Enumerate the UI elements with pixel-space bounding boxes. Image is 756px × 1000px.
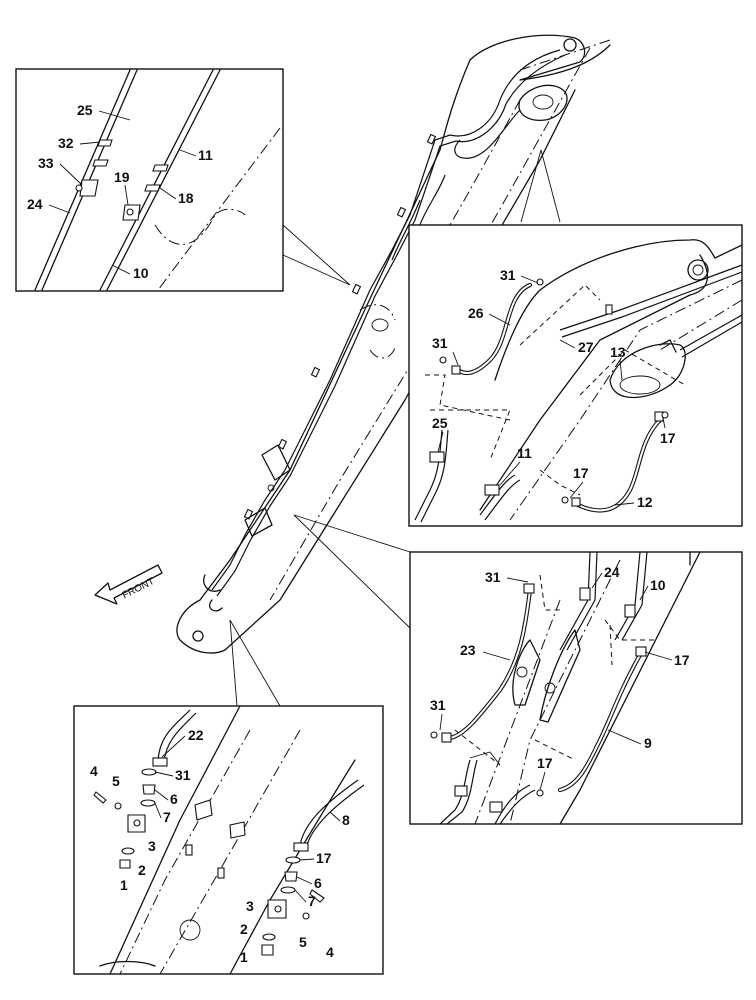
callout-18: 18 xyxy=(178,190,194,206)
callout-1-b: 1 xyxy=(240,949,248,965)
callout-4: 4 xyxy=(90,763,98,779)
callout-24: 24 xyxy=(27,196,43,212)
callout-26: 26 xyxy=(468,305,484,321)
callout-9: 9 xyxy=(644,735,652,751)
callout-3: 3 xyxy=(148,838,156,854)
callout-2-b: 2 xyxy=(240,921,248,937)
callout-33: 33 xyxy=(38,155,54,171)
callout-31-b: 31 xyxy=(432,335,448,351)
front-label: FRONT xyxy=(121,576,157,601)
detail-box-right-lower xyxy=(293,514,743,825)
callout-24-b: 24 xyxy=(604,564,620,580)
callout-5-b: 5 xyxy=(299,934,307,950)
detail-box-bottom xyxy=(73,619,384,975)
callout-7: 7 xyxy=(163,809,171,825)
callout-5: 5 xyxy=(112,773,120,789)
callout-19: 19 xyxy=(114,169,130,185)
detail-box-right-upper xyxy=(408,149,743,527)
callout-23: 23 xyxy=(460,642,476,658)
callout-11: 11 xyxy=(198,147,213,163)
callout-31-e: 31 xyxy=(175,767,191,783)
callout-11-b: 11 xyxy=(517,445,532,461)
callout-6-b: 6 xyxy=(314,875,322,891)
callout-7-b: 7 xyxy=(308,893,316,909)
callout-4-b: 4 xyxy=(326,944,334,960)
callout-22: 22 xyxy=(188,727,204,743)
callout-17-e: 17 xyxy=(316,850,332,866)
front-direction-arrow: FRONT xyxy=(94,564,163,605)
callout-8: 8 xyxy=(342,812,350,828)
callout-17-c: 17 xyxy=(674,652,690,668)
callout-1: 1 xyxy=(120,877,128,893)
callout-17-a: 17 xyxy=(660,430,676,446)
detail-box-top-left xyxy=(15,68,351,292)
callout-32: 32 xyxy=(58,135,74,151)
callout-31-c: 31 xyxy=(485,569,501,585)
callout-2: 2 xyxy=(138,862,146,878)
callout-27: 27 xyxy=(578,339,594,355)
callout-31-a: 31 xyxy=(500,267,516,283)
main-arm-piping xyxy=(203,49,566,612)
callout-labels: 25 32 33 11 19 18 24 10 31 26 31 27 13 2… xyxy=(27,102,690,965)
callout-31-d: 31 xyxy=(430,697,446,713)
callout-10-b: 10 xyxy=(650,577,666,593)
callout-25: 25 xyxy=(77,102,93,118)
callout-17-b: 17 xyxy=(573,465,589,481)
callout-12: 12 xyxy=(637,494,653,510)
callout-6: 6 xyxy=(170,791,178,807)
callout-25-b: 25 xyxy=(432,415,448,431)
callout-3-b: 3 xyxy=(246,898,254,914)
leader-lines xyxy=(48,110,673,903)
callout-17-d: 17 xyxy=(537,755,553,771)
callout-10: 10 xyxy=(133,265,149,281)
callout-13: 13 xyxy=(610,344,626,360)
